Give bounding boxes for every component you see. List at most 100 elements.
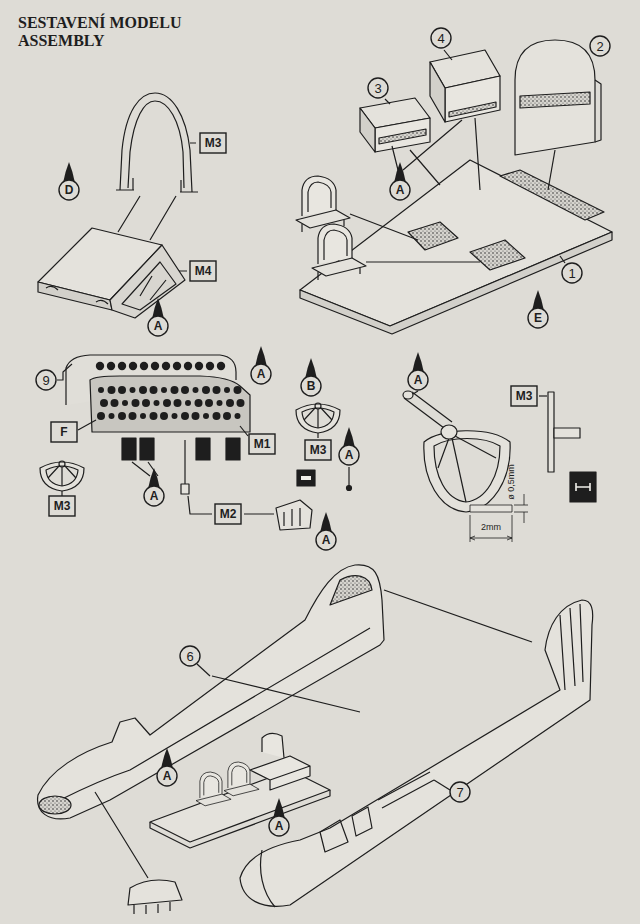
callout-circle bbox=[450, 782, 470, 802]
part-code: M2 bbox=[220, 508, 237, 520]
pilot-seat bbox=[224, 762, 259, 796]
part-code-box bbox=[51, 422, 77, 442]
gauge bbox=[108, 386, 116, 394]
panel-part bbox=[128, 880, 182, 914]
control-wheel bbox=[548, 392, 554, 472]
callout-number: D bbox=[65, 184, 74, 196]
control-wheel bbox=[434, 439, 500, 503]
part-code: M3 bbox=[205, 137, 222, 149]
part-code: F bbox=[60, 426, 67, 438]
control-yoke bbox=[302, 408, 334, 428]
callout-number: A bbox=[322, 534, 331, 546]
fuselage-half bbox=[38, 565, 384, 819]
instrument-panel bbox=[196, 438, 210, 460]
fuselage-half bbox=[197, 664, 210, 676]
fuselage-half bbox=[560, 604, 583, 690]
gauge bbox=[195, 399, 203, 407]
gauge bbox=[122, 400, 128, 406]
callout-circle bbox=[36, 370, 56, 390]
gauge bbox=[160, 412, 168, 420]
windscreen-part bbox=[120, 93, 192, 192]
gauge bbox=[203, 413, 209, 419]
small-parts bbox=[276, 500, 312, 530]
control-wheel bbox=[404, 392, 452, 428]
cockpit-floor bbox=[250, 756, 310, 790]
gauge bbox=[96, 362, 104, 370]
fuselage-half bbox=[434, 780, 450, 790]
callout-circle bbox=[251, 364, 271, 384]
gauge bbox=[237, 399, 245, 407]
control-yoke bbox=[61, 491, 62, 496]
small-parts bbox=[184, 440, 185, 484]
gauge bbox=[129, 362, 137, 370]
windscreen-part bbox=[116, 178, 198, 192]
assembly-line bbox=[95, 590, 532, 878]
dimension-drawing bbox=[514, 494, 528, 523]
seat-bench bbox=[392, 120, 462, 170]
floor-part bbox=[408, 222, 458, 250]
bulkhead-part bbox=[595, 80, 601, 142]
seat-bench bbox=[375, 118, 430, 152]
cockpit-block bbox=[122, 262, 176, 310]
pilot-seat bbox=[296, 176, 350, 232]
floor-part bbox=[560, 256, 565, 263]
pilot-seat bbox=[324, 230, 347, 260]
control-yoke bbox=[48, 466, 76, 486]
control-wheel bbox=[413, 391, 418, 394]
floor-part bbox=[300, 160, 612, 334]
bulkhead-part bbox=[515, 40, 601, 190]
fuselage-half bbox=[240, 600, 593, 906]
fuselage-half bbox=[60, 628, 370, 800]
part-code-box bbox=[49, 496, 75, 516]
part-code: M3 bbox=[54, 500, 71, 512]
pilot-seat bbox=[318, 224, 352, 264]
instrument-panel bbox=[122, 438, 136, 460]
cockpit-floor bbox=[150, 790, 330, 848]
fuselage-half bbox=[261, 850, 275, 907]
gauge bbox=[217, 400, 223, 406]
pilot-seat bbox=[232, 766, 247, 786]
part-code-box bbox=[511, 386, 537, 406]
fuselage-half bbox=[330, 576, 372, 605]
seat-bench bbox=[385, 50, 452, 104]
callout-circle bbox=[590, 36, 610, 56]
dimension-label: ø 0,5mm bbox=[507, 464, 516, 500]
callout-number: E bbox=[534, 312, 542, 324]
gauge bbox=[234, 386, 242, 394]
seat-bench bbox=[430, 62, 445, 122]
gauge bbox=[118, 412, 126, 420]
gauge bbox=[172, 413, 178, 419]
gauge bbox=[162, 362, 170, 370]
dimension-drawing bbox=[470, 536, 512, 540]
gauge bbox=[118, 386, 126, 394]
windscreen-part bbox=[118, 196, 176, 240]
bulkhead-part bbox=[548, 150, 555, 190]
pilot-seat bbox=[204, 776, 219, 796]
pilot-seat bbox=[200, 772, 222, 798]
control-yoke bbox=[40, 461, 84, 496]
control-wheel bbox=[403, 391, 596, 512]
small-parts bbox=[347, 486, 352, 491]
callout-circle bbox=[431, 28, 451, 48]
fuselage-half bbox=[240, 600, 593, 907]
gauge bbox=[226, 399, 234, 407]
callout-number: A bbox=[345, 449, 354, 461]
part-code: M3 bbox=[516, 390, 533, 402]
part-code-box bbox=[200, 133, 226, 153]
cockpit-floor bbox=[150, 733, 330, 848]
gauge bbox=[173, 362, 181, 370]
control-wheel bbox=[570, 472, 596, 502]
instrument-panel bbox=[226, 438, 240, 460]
gauge bbox=[224, 387, 230, 393]
gauge bbox=[235, 413, 241, 419]
fuselage-half bbox=[378, 772, 434, 808]
callout-number: 6 bbox=[186, 650, 193, 663]
floor-part bbox=[500, 170, 604, 220]
seat-bench bbox=[360, 50, 500, 190]
part-code: M4 bbox=[195, 265, 212, 277]
callout-circle bbox=[562, 263, 582, 283]
seat-bench bbox=[445, 76, 500, 122]
gauge bbox=[96, 362, 245, 420]
